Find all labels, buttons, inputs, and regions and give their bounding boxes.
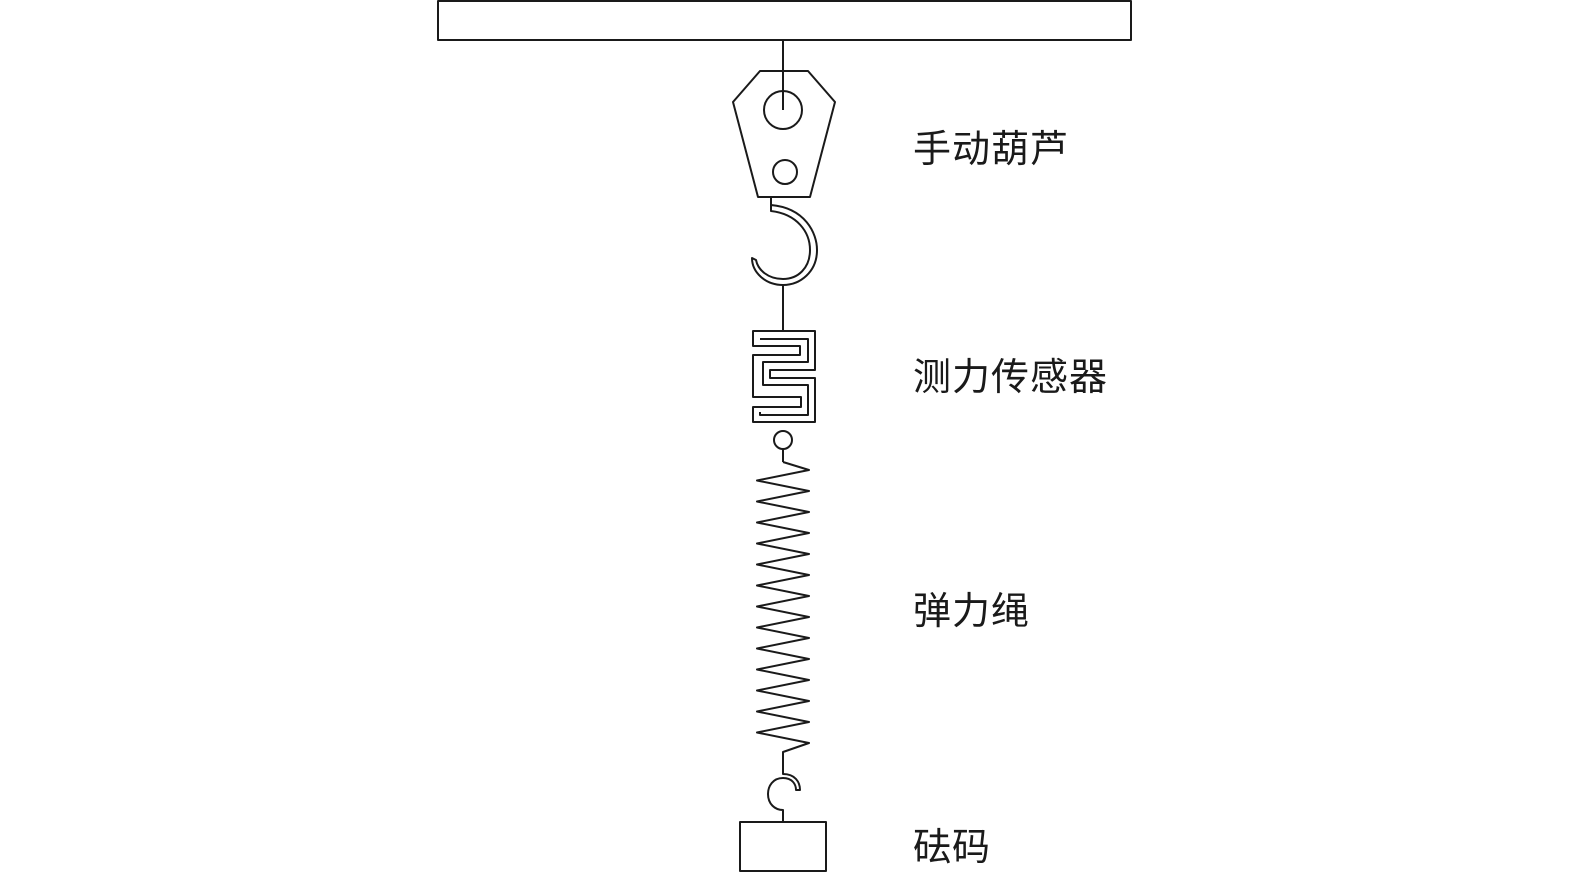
force-sensor-label: 测力传感器 xyxy=(913,355,1109,399)
sensor-ring xyxy=(773,430,793,450)
hoist-body xyxy=(732,70,836,198)
hoist-hook xyxy=(751,197,818,286)
ceiling-beam xyxy=(437,0,1132,41)
force-sensor xyxy=(752,330,816,423)
manual-hoist xyxy=(732,70,836,198)
elastic-rope-label: 弹力绳 xyxy=(913,589,1031,633)
hoist-pin xyxy=(772,159,798,185)
weight-hook xyxy=(767,758,801,822)
weight-label: 砝码 xyxy=(913,825,992,869)
weight-block xyxy=(739,821,827,872)
elastic-rope-spring xyxy=(756,461,810,758)
hoist-label: 手动葫芦 xyxy=(913,127,1070,171)
